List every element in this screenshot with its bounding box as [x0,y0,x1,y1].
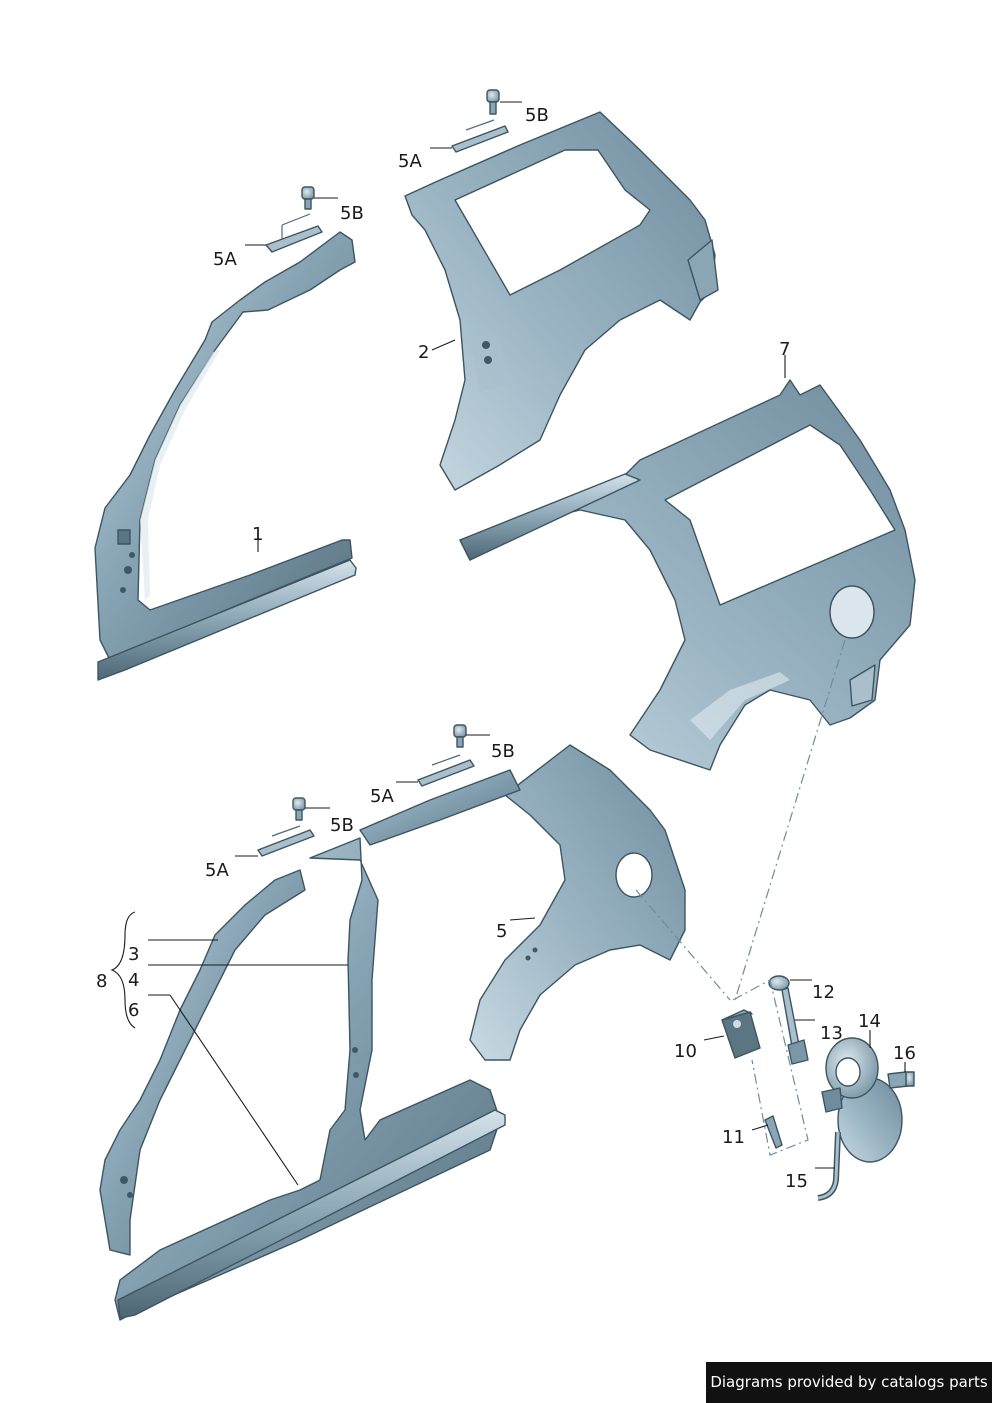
clip-set-4 [257,797,315,857]
label-part-7: 7 [779,339,790,360]
label-part-12: 12 [812,982,835,1003]
label-part-5: 5 [496,921,507,942]
part-14-fuel-flap [821,1037,903,1163]
label-part-5a-1: 5A [398,151,422,172]
leader-lines [110,101,906,1186]
clip-set-2 [451,89,509,153]
label-part-5b-1: 5B [525,105,549,126]
label-part-5b-3: 5B [491,741,515,762]
label-part-5a-2: 5A [213,249,237,270]
label-part-6: 6 [128,1000,139,1021]
label-part-1: 1 [252,524,263,545]
label-part-4: 4 [128,970,139,991]
label-part-11: 11 [722,1127,745,1148]
part-15-drain-hose [817,1131,841,1201]
label-part-3: 3 [128,944,139,965]
part-1-side-frame [94,231,357,681]
part-7-side-panel-outer [459,379,916,771]
part-12-cap [768,975,790,991]
clip-set-3 [417,724,475,787]
label-part-5b-2: 5B [340,203,364,224]
part-2-rear-quarter-inner [404,111,719,491]
part-16-screw [887,1071,915,1089]
label-part-15: 15 [785,1171,808,1192]
label-part-2: 2 [418,342,429,363]
label-part-8: 8 [96,971,107,992]
label-part-13: 13 [820,1023,843,1044]
clip-set-1 [265,186,323,253]
part-8-side-panel-assembly [99,744,686,1321]
label-part-16: 16 [893,1043,916,1064]
credit-banner: Diagrams provided by catalogs parts [706,1362,992,1403]
label-part-10: 10 [674,1041,697,1062]
assembly-lines [635,639,846,1156]
label-part-5a-4: 5A [205,860,229,881]
label-part-5b-4: 5B [330,815,354,836]
part-13-rod [781,987,809,1065]
label-part-5a-3: 5A [370,786,394,807]
part-10-filler-housing [721,1009,761,1059]
label-part-14: 14 [858,1011,881,1032]
part-labels: 1 2 7 5 3 4 6 8 5B 5A 5B 5A 5B 5A 5B 5A … [96,105,916,1192]
part-11-bolt [764,1115,783,1149]
